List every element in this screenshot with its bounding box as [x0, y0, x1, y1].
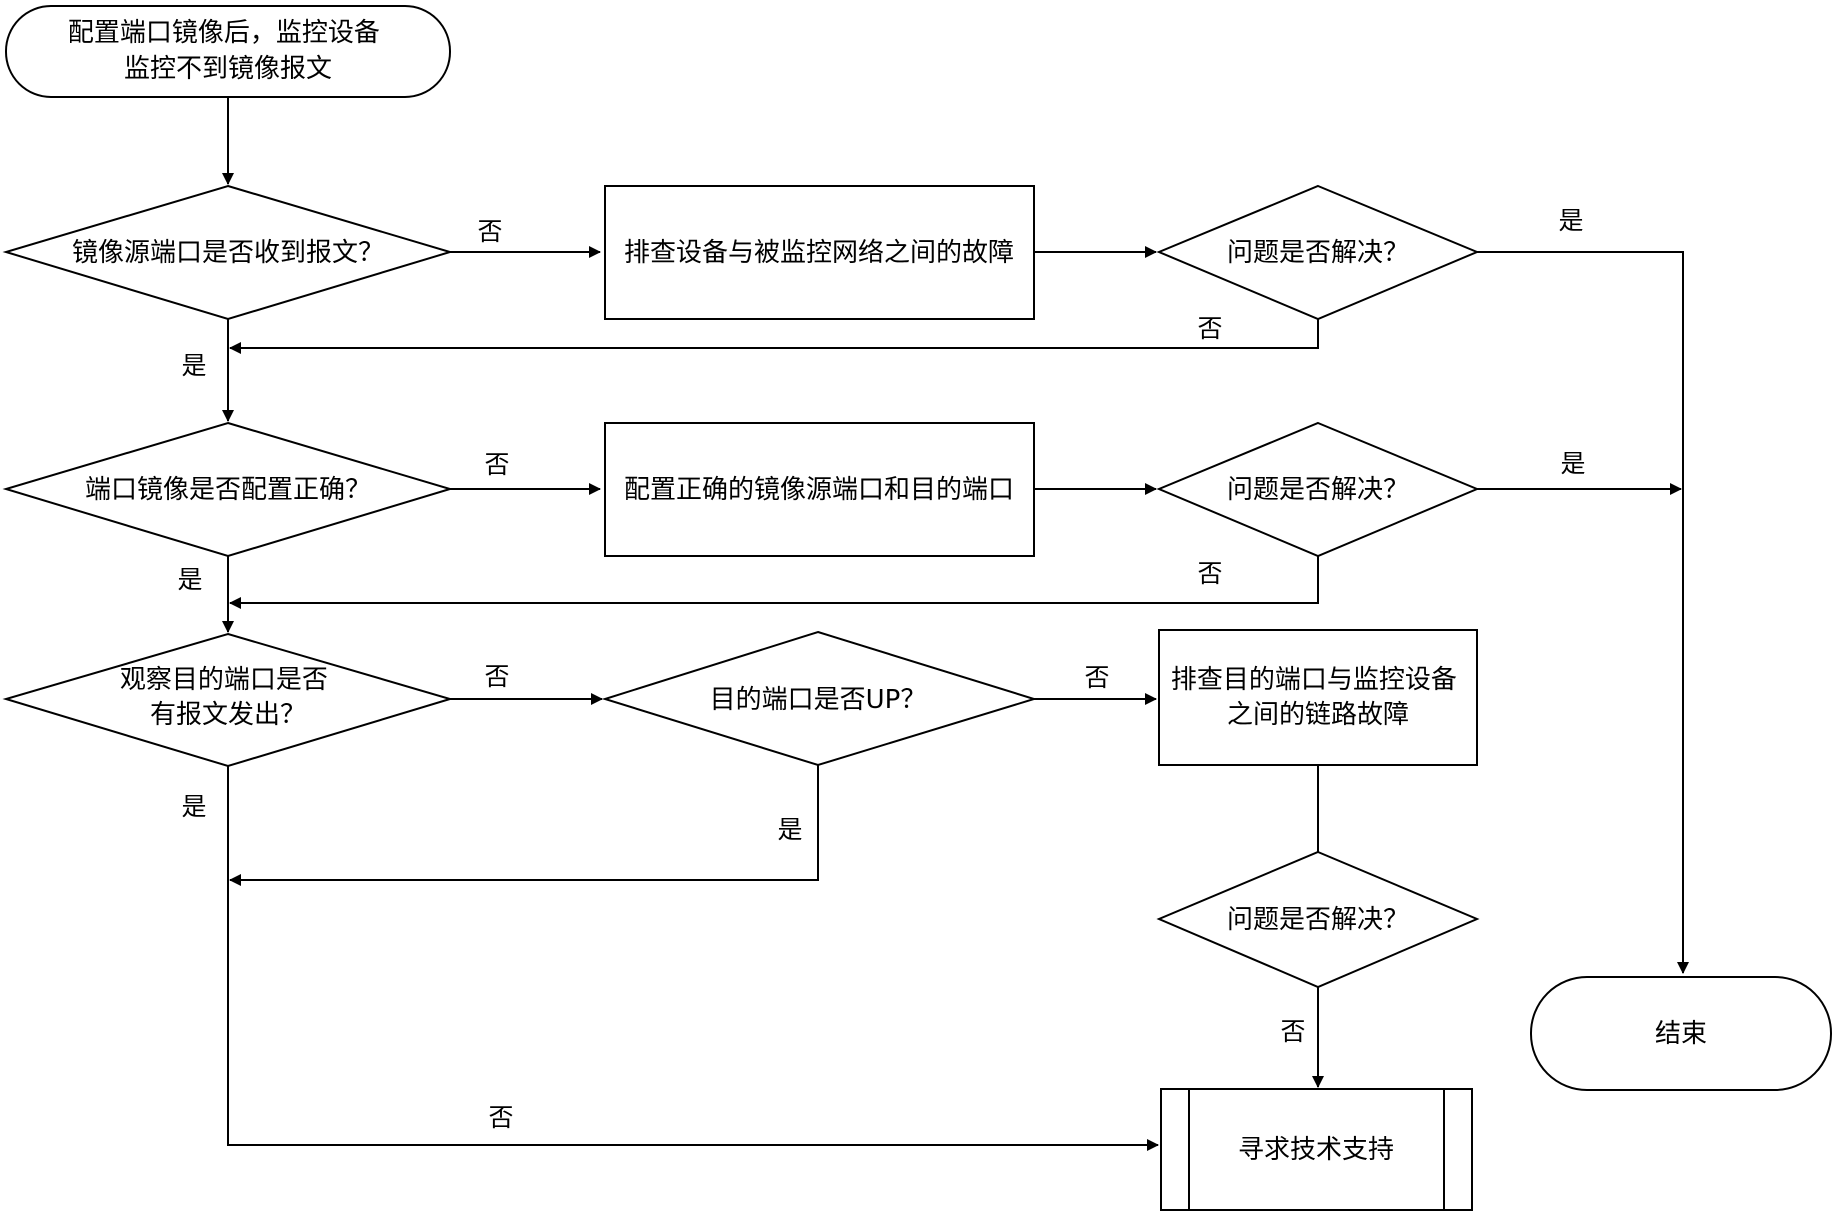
decision-src-receive	[2, 184, 454, 321]
decision-config-ok	[2, 421, 454, 558]
label-res2-yes: 是	[1560, 449, 1585, 478]
process-check-link-text: 排查目的端口与监控设备 之间的链路故障	[1171, 665, 1465, 730]
label-res1-yes: 是	[1558, 206, 1583, 235]
label-src-no: 否	[477, 217, 502, 246]
start-text: 配置端口镜像后，监控设备 监控不到镜像报文	[68, 18, 388, 84]
decision-resolved-2-text: 问题是否解决？	[1227, 475, 1409, 505]
label-config-no: 否	[484, 450, 509, 479]
edge-res2-no	[229, 556, 1319, 609]
end-terminal	[1530, 976, 1832, 1091]
label-dest-up-no: 否	[1084, 663, 1109, 692]
label-dest-up-yes: 是	[777, 815, 802, 844]
edge-res1-no	[229, 319, 1319, 354]
support-predefined-process	[1160, 1088, 1473, 1211]
label-dest-out-yes: 是	[181, 792, 206, 821]
decision-dest-out	[2, 632, 454, 768]
label-res1-no: 否	[1197, 314, 1222, 343]
decision-resolved-2	[1156, 421, 1480, 558]
decision-dest-out-text: 观察目的端口是否 有报文发出？	[120, 665, 336, 730]
end-text: 结束	[1655, 1019, 1707, 1049]
decision-config-ok-text: 端口镜像是否配置正确？	[85, 475, 371, 505]
edge-dest-out-to-support	[227, 766, 1159, 1151]
label-src-yes: 是	[181, 351, 206, 380]
decision-resolved-1-text: 问题是否解决？	[1227, 238, 1409, 268]
decision-dest-up-text: 目的端口是否UP？	[710, 685, 927, 715]
process-check-network-text: 排查设备与被监控网络之间的故障	[624, 238, 1014, 268]
process-check-link	[1158, 629, 1478, 766]
label-res3-no: 否	[1280, 1017, 1305, 1046]
label-to-support-no: 否	[488, 1103, 513, 1132]
edge-res1-yes	[1477, 251, 1689, 974]
edge-dest-up-yes	[229, 765, 819, 886]
process-check-network	[604, 185, 1035, 320]
process-config-ports	[604, 422, 1035, 557]
support-text: 寻求技术支持	[1238, 1135, 1394, 1165]
decision-src-receive-text: 镜像源端口是否收到报文？	[72, 238, 384, 268]
start-terminal	[5, 5, 451, 98]
decision-resolved-1	[1156, 184, 1480, 321]
decision-dest-up	[601, 630, 1038, 767]
process-config-ports-text: 配置正确的镜像源端口和目的端口	[624, 475, 1014, 505]
decision-resolved-3	[1156, 850, 1480, 989]
label-config-yes: 是	[177, 565, 202, 594]
label-dest-out-no: 否	[484, 662, 509, 691]
label-res2-no: 否	[1197, 559, 1222, 588]
decision-resolved-3-text: 问题是否解决？	[1227, 905, 1409, 935]
